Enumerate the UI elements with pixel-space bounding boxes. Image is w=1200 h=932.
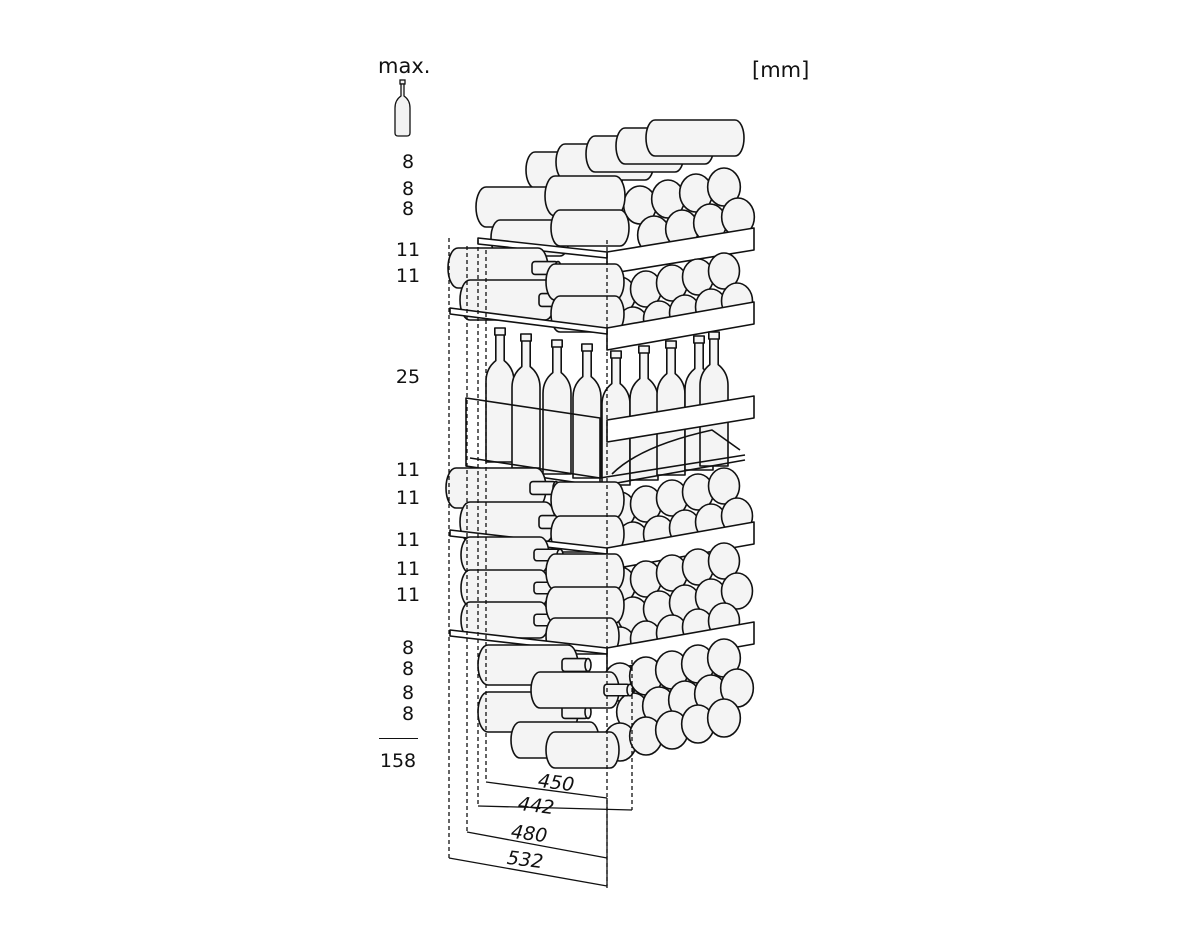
dimension-lines <box>448 238 633 888</box>
bottle-body <box>545 553 625 591</box>
bottle-body <box>572 347 602 479</box>
upright-bottle <box>572 343 602 479</box>
bottle-cap <box>493 327 506 336</box>
dimension-line-532 <box>448 857 608 887</box>
bottle-cap <box>692 335 705 344</box>
lying-bottle <box>447 247 562 289</box>
total-count: 158 <box>379 750 417 772</box>
max-label: max. <box>378 54 431 78</box>
dimension-label-532: 532 <box>505 846 545 874</box>
shelf-count: 8 <box>401 703 415 725</box>
shelf-count: 8 <box>401 658 415 680</box>
dimension-label-450: 450 <box>536 769 576 797</box>
shelf-count: 8 <box>401 637 415 659</box>
bottle-cap <box>580 343 593 352</box>
lying-bottle <box>545 263 625 301</box>
upright-bottle <box>511 333 541 469</box>
bottle-end <box>707 252 741 290</box>
shelf-count: 8 <box>401 151 415 173</box>
bottle-body <box>545 731 620 769</box>
unit-label: [mm] <box>752 58 810 82</box>
bottle-cap <box>550 339 563 348</box>
bottle-end <box>707 467 741 505</box>
shelf-count: 11 <box>395 558 421 580</box>
upright-bottle <box>699 331 729 467</box>
bottle-cap <box>584 657 592 673</box>
bottle-end <box>706 698 742 738</box>
dimension-label-480: 480 <box>509 820 549 848</box>
bottle-cap <box>664 340 677 349</box>
lying-bottle <box>545 731 620 769</box>
lying-bottle <box>645 119 745 157</box>
shelf-count: 11 <box>395 459 421 481</box>
upright-bottle <box>542 339 572 475</box>
bottle-body <box>542 343 572 475</box>
bottle-cap <box>637 345 650 354</box>
shelf-count: 11 <box>395 239 421 261</box>
bottle-body <box>699 335 729 467</box>
shelf-rail <box>606 301 755 351</box>
bottle-stack-drawing <box>445 119 756 769</box>
bottle-body <box>645 119 745 157</box>
dimension-line-442 <box>477 805 633 811</box>
bottle-body <box>550 481 625 519</box>
lying-bottle <box>550 481 625 519</box>
dimension-label-442: 442 <box>516 792 556 820</box>
bottle-neck <box>603 683 631 697</box>
lying-bottle <box>545 553 625 591</box>
bottle-body <box>511 337 541 469</box>
bottle-body <box>545 263 625 301</box>
shelf-count: 8 <box>401 178 415 200</box>
bottle-body <box>485 331 515 463</box>
bottle-end <box>707 542 741 580</box>
dimension-line-450 <box>485 781 608 799</box>
shelf-count: 11 <box>395 487 421 509</box>
crate-handle <box>611 429 741 475</box>
bottle-cap <box>519 333 532 342</box>
bottle-icon <box>394 79 411 137</box>
shelf-count: 11 <box>395 584 421 606</box>
bottle-end <box>720 572 754 610</box>
dimension-line-480 <box>466 831 608 859</box>
bottle-cap <box>707 331 720 340</box>
lying-bottle <box>550 209 630 247</box>
bottle-cap <box>609 350 622 359</box>
crate-base <box>469 454 746 479</box>
total-rule <box>379 738 418 739</box>
bottle-cap <box>626 683 634 697</box>
shelf-rail <box>606 395 755 443</box>
bottle-neck <box>561 657 589 673</box>
bottle-body <box>530 671 620 709</box>
shelf-count: 11 <box>395 265 421 287</box>
lying-bottle <box>530 671 634 709</box>
shelf-count: 8 <box>401 198 415 220</box>
shelf-count: 25 <box>395 366 421 388</box>
crate-bottom <box>599 459 746 487</box>
bottle-body <box>550 209 630 247</box>
shelf-count: 8 <box>401 682 415 704</box>
shelf-count: 11 <box>395 529 421 551</box>
upright-bottle <box>485 327 515 463</box>
